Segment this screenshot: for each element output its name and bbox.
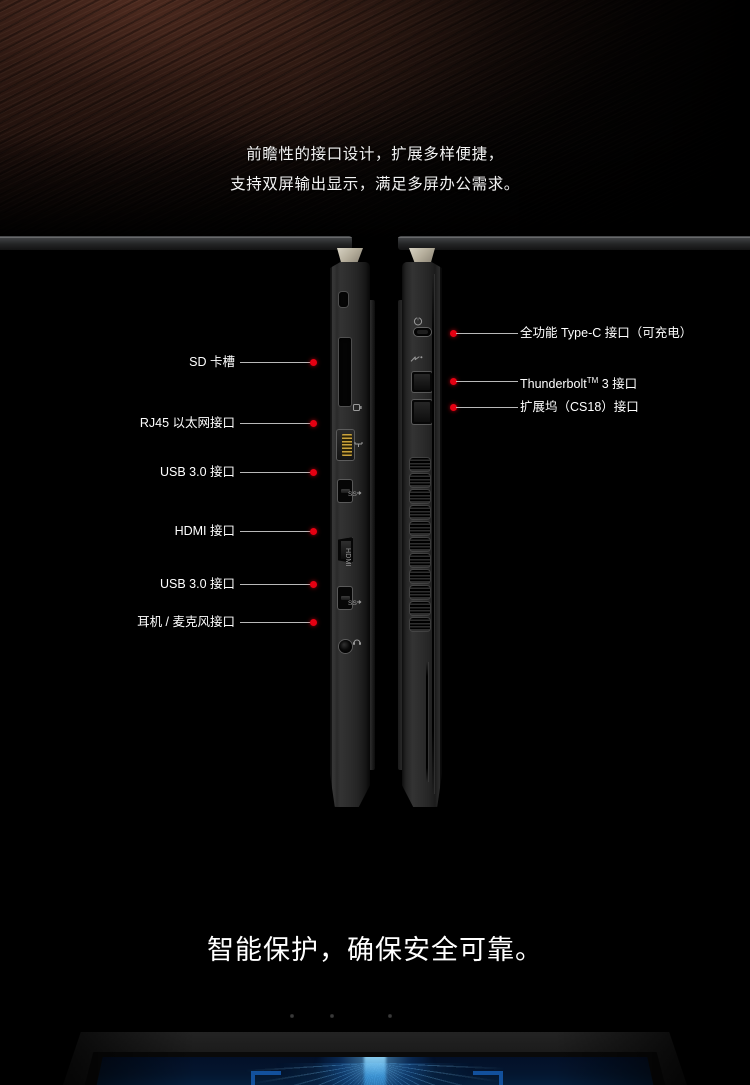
power-icon <box>413 316 423 326</box>
callout-label: ThunderboltTM 3 接口 <box>520 376 638 392</box>
callout-dot <box>450 404 457 411</box>
sd-card-slot-icon <box>353 404 362 411</box>
callout-label: RJ45 以太网接口 <box>139 416 235 430</box>
thunderbolt-icon <box>410 355 424 364</box>
audio-combo-jack <box>339 640 352 653</box>
callout-line <box>456 333 518 334</box>
ethernet-pins <box>342 434 352 456</box>
callout-dot <box>310 528 317 535</box>
hdmi-port <box>338 537 353 563</box>
callout-dot <box>310 581 317 588</box>
callout-usb-3-lower[interactable]: USB 3.0 接口 <box>0 577 320 591</box>
vent-slot <box>410 602 430 615</box>
callout-label: USB 3.0 接口 <box>159 465 235 479</box>
section-title: 智能保护，确保安全可靠。 <box>207 935 543 965</box>
callout-dot <box>310 420 317 427</box>
callout-label: SD 卡槽 <box>189 355 235 369</box>
callout-label: HDMI 接口 <box>174 524 235 538</box>
svg-text:SS: SS <box>348 491 358 497</box>
vent-slot <box>410 506 430 519</box>
right-profile-seam <box>432 274 434 794</box>
dock-connector-port <box>412 400 432 424</box>
callout-line <box>240 531 313 532</box>
ethernet-port-icon <box>354 441 363 448</box>
callout-line <box>240 472 313 473</box>
callout-dot <box>450 330 457 337</box>
callout-ethernet-port[interactable]: RJ45 以太网接口 <box>0 416 320 430</box>
ethernet-led-green <box>662 724 667 729</box>
vent-slot <box>410 554 430 567</box>
callout-dot <box>450 378 457 385</box>
usb-a-port-lower-icon: SS <box>348 598 362 606</box>
wood-texture-banner <box>0 0 750 242</box>
ethernet-led-amber <box>662 692 667 697</box>
vent-slot <box>410 522 430 535</box>
headline-line-2: 支持双屏输出显示，满足多屏办公需求。 <box>230 176 520 193</box>
camera-dot-center <box>330 1014 334 1018</box>
vent-slot <box>410 586 430 599</box>
right-profile-highlight <box>435 262 440 807</box>
bottom-cover-seam <box>426 662 428 782</box>
callout-dock-connector[interactable]: 扩展坞（CS18）接口 <box>450 400 750 414</box>
callout-line <box>240 362 313 363</box>
callout-dot <box>310 469 317 476</box>
left-profile-highlight <box>332 262 337 807</box>
callout-hdmi-port[interactable]: HDMI 接口 <box>0 524 320 538</box>
security-lock-slot <box>339 292 348 307</box>
vent-slot <box>410 618 430 631</box>
callout-label: 耳机 / 麦克风接口 <box>137 615 235 629</box>
vent-slot <box>410 538 430 551</box>
camera-dot-right <box>388 1014 392 1018</box>
callout-line <box>240 584 313 585</box>
callout-usb-3-upper[interactable]: USB 3.0 接口 <box>0 465 320 479</box>
laptop-lid-edge-left <box>0 236 352 250</box>
thunderbolt-port <box>412 372 432 392</box>
callout-label: 全功能 Type-C 接口（可充电） <box>520 326 693 340</box>
laptop-screen <box>96 1057 654 1085</box>
usb-a-port-upper-icon: SS <box>348 489 362 497</box>
usb-a-port-lower <box>338 587 352 609</box>
laptop-right-side-profile <box>402 262 442 807</box>
callout-line <box>240 423 313 424</box>
vent-slot <box>410 570 430 583</box>
laptop-left-side-profile <box>330 262 370 807</box>
camera-dot-left <box>290 1014 294 1018</box>
callout-dot <box>310 619 317 626</box>
callout-line <box>456 381 518 382</box>
callout-thunderbolt-port[interactable]: ThunderboltTM 3 接口 <box>450 374 750 391</box>
callout-dot <box>310 359 317 366</box>
svg-text:SS: SS <box>348 600 358 606</box>
callout-audio-jack[interactable]: 耳机 / 麦克风接口 <box>0 615 320 629</box>
banner-headline: 前瞻性的接口设计，扩展多样便捷， 支持双屏输出显示，满足多屏办公需求。 <box>0 140 750 200</box>
audio-jack-icon <box>352 637 362 645</box>
usb-c-port <box>414 328 431 336</box>
left-device-rear-panel <box>366 300 375 770</box>
usb-a-port-upper <box>338 480 352 502</box>
callout-sd-card-slot[interactable]: SD 卡槽 <box>0 355 320 369</box>
vent-slot <box>410 474 430 487</box>
headline-line-1: 前瞻性的接口设计，扩展多样便捷， <box>246 146 504 163</box>
facial-recognition-hero <box>0 1000 750 1085</box>
banner-vignette <box>0 0 750 242</box>
hdmi-port-icon: HDMI <box>344 548 351 567</box>
callout-usb-c-port[interactable]: 全功能 Type-C 接口（可充电） <box>450 326 750 340</box>
laptop-lid-edge-right <box>398 236 750 250</box>
callout-line <box>240 622 313 623</box>
callout-line <box>456 407 518 408</box>
sd-card-slot <box>339 338 351 406</box>
ventilation-grille <box>410 458 430 631</box>
vent-slot <box>410 490 430 503</box>
callout-label: USB 3.0 接口 <box>159 577 235 591</box>
vent-slot <box>410 458 430 471</box>
ethernet-rj45-port <box>337 430 354 460</box>
callout-label: 扩展坞（CS18）接口 <box>520 400 639 414</box>
scan-beam <box>364 1057 386 1085</box>
